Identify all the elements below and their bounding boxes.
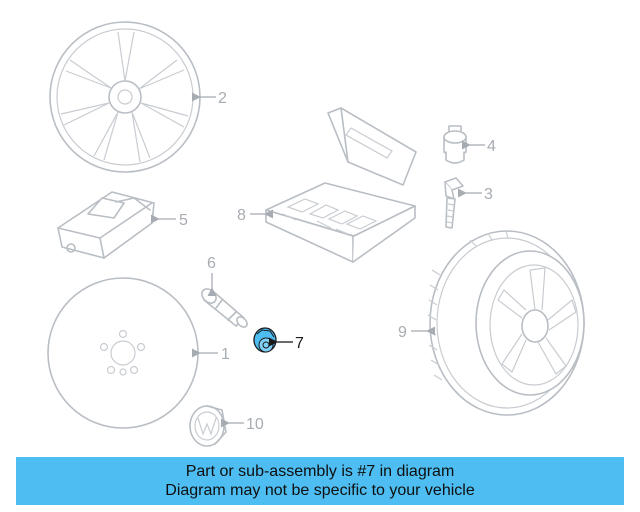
alloy-wheel-drawing[interactable] — [49, 21, 201, 173]
callout-9[interactable]: 9 — [398, 324, 436, 341]
callout-label-8: 8 — [237, 207, 246, 224]
callout-2[interactable]: 2 — [191, 90, 227, 107]
repair-kit-drawing[interactable] — [265, 107, 417, 263]
callout-7[interactable]: 7 — [268, 335, 304, 352]
spare-wheel-drawing[interactable] — [47, 277, 199, 429]
callout-5[interactable]: 5 — [150, 212, 188, 229]
callout-label-2: 2 — [218, 90, 227, 107]
callout-6[interactable]: 6 — [207, 255, 217, 297]
callout-label-6: 6 — [207, 255, 216, 272]
callout-1[interactable]: 1 — [191, 346, 230, 363]
banner-line-2: Diagram may not be specific to your vehi… — [165, 482, 475, 499]
callout-3[interactable]: 3 — [457, 186, 493, 203]
callout-label-7: 7 — [295, 335, 304, 352]
callout-label-5: 5 — [179, 212, 188, 229]
callout-10[interactable]: 10 — [220, 416, 264, 433]
valve-nut-drawing[interactable] — [253, 327, 277, 353]
center-cap-drawing[interactable] — [189, 405, 227, 447]
callout-label-1: 1 — [221, 346, 230, 363]
callout-8[interactable]: 8 — [237, 207, 274, 224]
callout-label-10: 10 — [246, 416, 264, 433]
valve-stem-drawing[interactable] — [199, 286, 249, 329]
callout-label-3: 3 — [484, 186, 493, 203]
pressure-sensor-drawing[interactable] — [57, 191, 155, 259]
locking-bolt-drawing[interactable] — [443, 125, 467, 164]
wheel-bolt-drawing[interactable] — [444, 177, 464, 229]
banner-line-1: Part or sub-assembly is #7 in diagram — [185, 463, 455, 480]
info-banner: Part or sub-assembly is #7 in diagram Di… — [16, 457, 624, 505]
parts-diagram: 2 5 1 6 — [47, 21, 585, 447]
callout-label-4: 4 — [487, 138, 496, 155]
callout-4[interactable]: 4 — [461, 138, 496, 155]
tire-wheel-drawing[interactable] — [427, 230, 585, 416]
callout-label-9: 9 — [398, 324, 407, 341]
